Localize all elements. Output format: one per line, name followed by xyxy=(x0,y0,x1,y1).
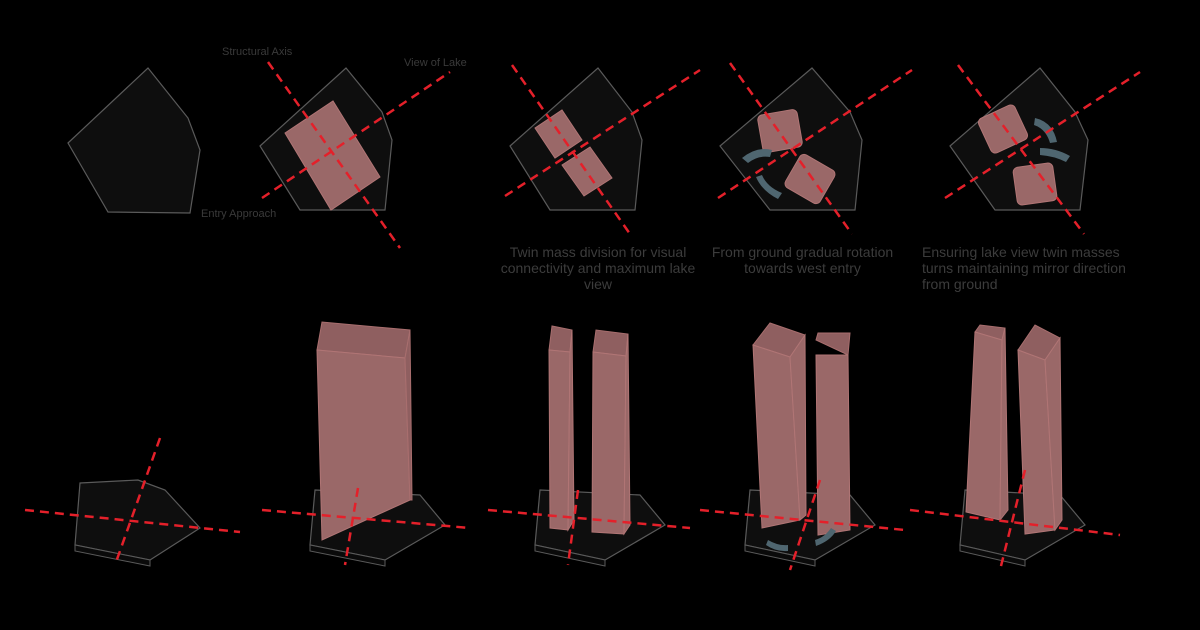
structural-axis-label: Structural Axis xyxy=(222,46,293,58)
caption-gradual-rotation: From ground gradual rotation towards wes… xyxy=(711,244,894,276)
entry-approach-label: Entry Approach xyxy=(201,208,277,220)
plan-step-5 xyxy=(944,64,1141,235)
caption-mirror-direction: Ensuring lake view twin masses turns mai… xyxy=(922,244,1126,292)
axo-step-5 xyxy=(909,324,1121,571)
plan-step-2 xyxy=(259,61,451,249)
axo-step-4 xyxy=(699,322,906,571)
plan-step-3 xyxy=(504,64,701,235)
axo-step-1 xyxy=(24,437,241,567)
site-plan-1 xyxy=(67,67,201,214)
axo-step-2 xyxy=(261,321,471,567)
plan-step-4 xyxy=(717,62,913,235)
caption-twin-mass: Twin mass division for visual connectivi… xyxy=(500,244,696,292)
axo-step-3 xyxy=(487,325,691,567)
view-of-lake-label: View of Lake xyxy=(404,57,467,69)
